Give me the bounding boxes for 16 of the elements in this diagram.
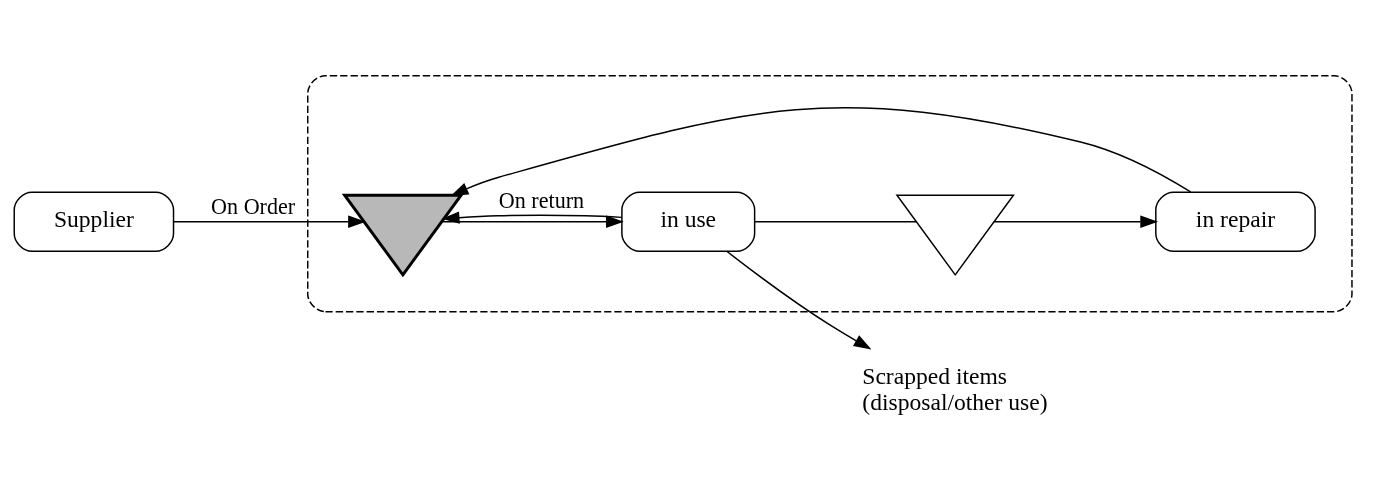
node-box: Supplier [13,191,175,252]
arrow [993,215,1158,228]
connector [754,220,917,222]
arrow [726,250,872,349]
arrow [441,215,624,228]
node-text: Scrapped items (disposal/other use) [862,362,1048,415]
arrow [173,215,366,228]
node-triangle [341,193,465,277]
arrow [450,106,1192,196]
edge-label: On return [498,187,585,213]
edge-label: On Order [211,193,296,219]
node-box: in use [621,191,756,252]
arrow [441,210,623,224]
node-box: in repair [1155,191,1316,252]
node-triangle [895,193,1015,276]
cluster [307,74,1353,312]
